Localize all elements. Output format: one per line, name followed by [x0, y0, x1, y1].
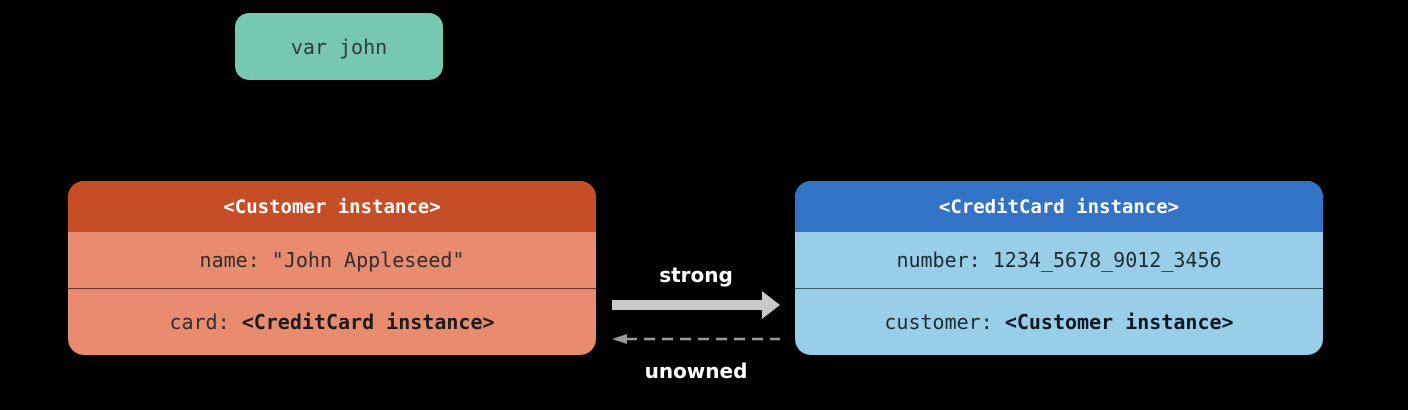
strong-arrow: [612, 291, 780, 319]
customer-instance-title: <Customer instance>: [68, 181, 596, 232]
creditcard-instance-box: <CreditCard instance> number: 1234_5678_…: [795, 181, 1323, 355]
customer-instance-box: <Customer instance> name: "John Applesee…: [68, 181, 596, 355]
creditcard-number-value: 1234_5678_9012_3456: [992, 248, 1222, 272]
customer-divider: [68, 288, 596, 289]
customer-name-key: name:: [199, 248, 272, 272]
customer-card-key: card:: [169, 310, 242, 334]
customer-name-value: "John Appleseed": [271, 248, 465, 272]
creditcard-number-key: number:: [896, 248, 993, 272]
creditcard-customer-value: <Customer instance>: [1004, 310, 1234, 334]
customer-card-property: card: <CreditCard instance>: [68, 289, 596, 355]
creditcard-instance-title: <CreditCard instance>: [795, 181, 1323, 232]
strong-reference-label: strong: [659, 263, 733, 287]
customer-card-value: <CreditCard instance>: [241, 310, 495, 334]
customer-name-property: name: "John Appleseed": [68, 232, 596, 288]
unowned-reference-label: unowned: [644, 359, 748, 383]
creditcard-customer-property: customer: <Customer instance>: [795, 289, 1323, 355]
creditcard-number-property: number: 1234_5678_9012_3456: [795, 232, 1323, 288]
variable-john-label: var john: [290, 34, 388, 59]
unowned-arrow: [612, 334, 780, 344]
creditcard-divider: [795, 288, 1323, 289]
creditcard-customer-key: customer:: [884, 310, 1005, 334]
variable-john-box: var john: [235, 13, 443, 80]
